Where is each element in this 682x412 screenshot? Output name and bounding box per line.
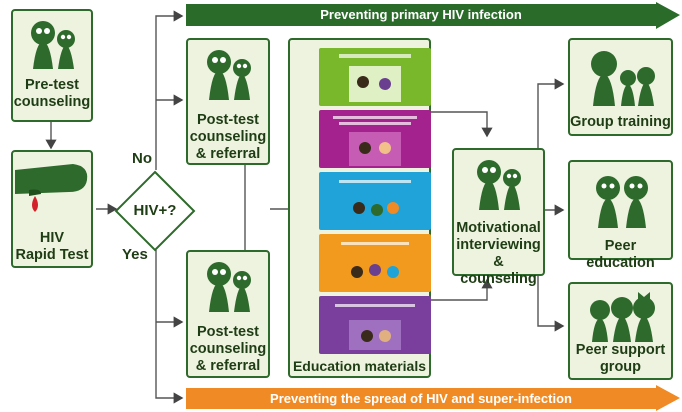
poster-card-icon xyxy=(319,48,431,106)
person-pair-icon xyxy=(207,262,251,312)
person-trio-icon xyxy=(591,51,655,106)
poster-card-icon xyxy=(319,234,431,292)
posttest-top-label: Post-test counseling & referral xyxy=(189,112,267,162)
motivational-label: Motivational interviewing & counseling xyxy=(456,220,541,287)
decision-diamond xyxy=(114,170,196,252)
finger-blood-drop-icon xyxy=(15,164,88,212)
person-pair-icon xyxy=(31,21,75,69)
poster-card-icon xyxy=(319,172,431,230)
rapid-test-box: HIV Rapid Test xyxy=(11,150,93,268)
person-pair-icon xyxy=(477,160,521,210)
posttest-top-box: Post-test counseling & referral xyxy=(186,38,270,165)
group-training-label: Group training xyxy=(570,114,671,130)
education-materials-box: Education materials xyxy=(288,38,431,378)
person-pair-icon xyxy=(207,50,251,100)
posttest-bottom-label: Post-test counseling & referral xyxy=(189,324,267,374)
pretest-label: Pre-test counseling xyxy=(13,77,91,110)
motivational-box: Motivational interviewing & counseling xyxy=(452,148,545,287)
yes-label: Yes xyxy=(122,246,148,263)
peer-support-label: Peer support group xyxy=(575,342,666,375)
rapid-test-label: HIV Rapid Test xyxy=(15,230,89,263)
person-trio-icon xyxy=(590,292,655,342)
posttest-bottom-box: Post-test counseling & referral xyxy=(186,250,270,378)
peer-education-box: Peer education xyxy=(568,160,673,271)
no-label: No xyxy=(132,150,152,167)
pretest-counseling-box: Pre-test counseling xyxy=(11,9,93,122)
peer-support-box: Peer support group xyxy=(568,282,673,380)
group-training-box: Group training xyxy=(568,38,673,136)
bottom-banner-arrow xyxy=(186,385,680,411)
education-label: Education materials xyxy=(292,358,427,374)
person-pair-icon xyxy=(596,176,648,228)
peer-education-label: Peer education xyxy=(586,238,655,271)
poster-card-icon xyxy=(319,296,431,354)
poster-card-icon xyxy=(319,110,431,168)
decision-label: HIV+? xyxy=(133,202,177,219)
bottom-banner-label: Preventing the spread of HIV and super-i… xyxy=(270,391,572,406)
top-banner-arrow xyxy=(186,2,680,29)
top-banner-label: Preventing primary HIV infection xyxy=(320,7,522,22)
